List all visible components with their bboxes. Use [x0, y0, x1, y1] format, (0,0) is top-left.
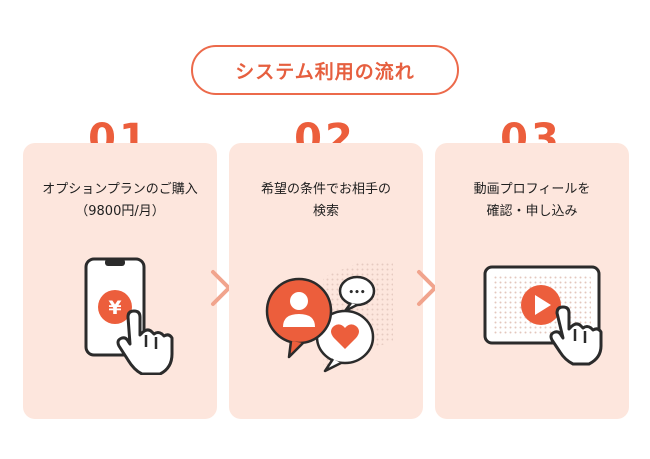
step-2-card: 希望の条件でお相手の 検索 •••	[229, 143, 423, 419]
step-3-line2: 確認・申し込み	[486, 204, 578, 219]
step-3-line1: 動画プロフィールを	[473, 182, 591, 197]
smartphone-yen-tap-icon: ¥	[84, 257, 174, 375]
step-2-description: 希望の条件でお相手の 検索	[229, 179, 423, 223]
flow-title: システム利用の流れ	[191, 45, 459, 95]
step-1-description: オプションプランのご購入 （9800円/月）	[23, 179, 217, 223]
step-1-line2: （9800円/月）	[75, 204, 165, 219]
step-3-description: 動画プロフィールを 確認・申し込み	[435, 179, 629, 223]
step-1-line1: オプションプランのご購入	[42, 182, 198, 197]
ellipsis-icon: •••	[348, 288, 365, 298]
step-1-card: オプションプランのご購入 （9800円/月） ¥	[23, 143, 217, 419]
video-play-tap-icon	[483, 265, 603, 366]
yen-symbol: ¥	[108, 297, 121, 319]
profile-chat-heart-icon: •••	[265, 261, 393, 373]
step-3-card: 動画プロフィールを 確認・申し込み	[435, 143, 629, 419]
step-2-line1: 希望の条件でお相手の	[260, 182, 391, 197]
step-2-line2: 検索	[312, 204, 339, 219]
